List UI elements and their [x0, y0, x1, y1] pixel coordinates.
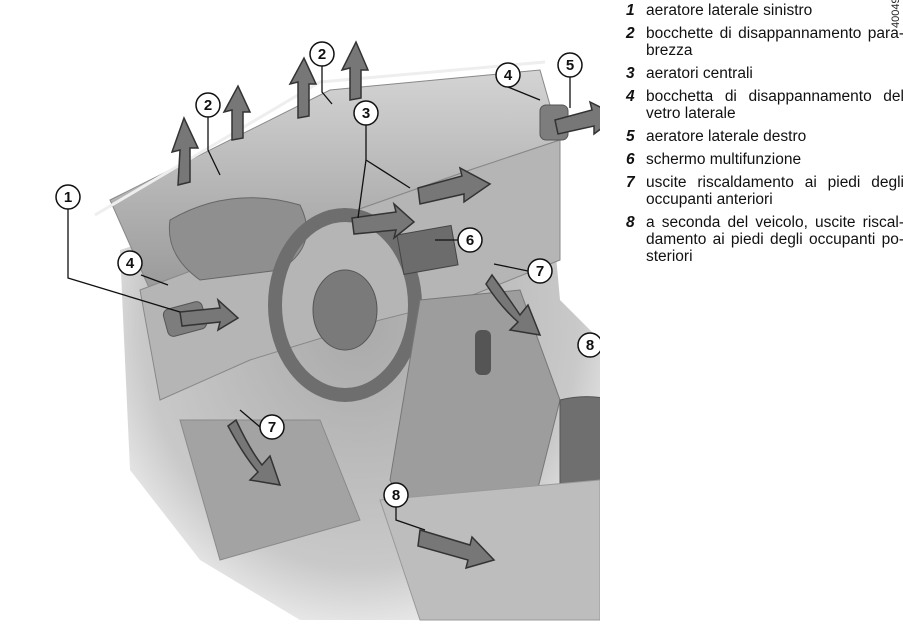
legend-number: 3 — [626, 65, 635, 82]
arrow-right-side — [554, 100, 600, 136]
legend-list: 1 aeratore laterale sinistro 2 bocchette… — [626, 2, 903, 271]
legend-number: 1 — [626, 2, 635, 19]
callouts: 1 2 2 3 4 4 5 6 — [55, 41, 600, 508]
svg-text:8: 8 — [586, 337, 594, 354]
callout-1: 1 — [55, 184, 81, 210]
svg-text:4: 4 — [504, 67, 513, 84]
legend-text: uscite riscaldamento ai piedi degli occu… — [646, 174, 903, 208]
arrow-defrost-3 — [288, 56, 318, 119]
svg-text:7: 7 — [268, 419, 276, 436]
svg-text:3: 3 — [362, 105, 370, 122]
airflow-arrows — [170, 40, 600, 570]
callout-4a: 4 — [117, 250, 143, 276]
callout-8a: 8 — [577, 332, 600, 358]
legend-number: 2 — [626, 25, 635, 42]
svg-text:6: 6 — [466, 232, 474, 249]
figure-reference-code: 40049 — [890, 0, 902, 28]
legend-text: bocchette di disappannamento para-brezza — [646, 25, 903, 59]
callout-7a: 7 — [527, 258, 553, 284]
legend-item-5: 5 aeratore laterale destro — [626, 128, 903, 145]
legend-number: 7 — [626, 174, 635, 191]
legend-number: 8 — [626, 214, 635, 231]
leader-lines — [67, 66, 571, 531]
legend-text: aeratori centrali — [646, 65, 753, 82]
legend-number: 6 — [626, 151, 635, 168]
gear-lever — [475, 330, 491, 375]
legend-item-1: 1 aeratore laterale sinistro — [626, 2, 903, 19]
legend-text: aeratore laterale sinistro — [646, 2, 813, 19]
callout-8b: 8 — [383, 482, 409, 508]
arrow-feet-rear-center — [417, 529, 496, 570]
car-interior-illustration: 1 2 2 3 4 4 5 6 — [55, 40, 600, 621]
multifunction-screen — [396, 224, 459, 275]
arrow-central-2 — [417, 166, 492, 205]
legend-number: 4 — [626, 88, 635, 105]
callout-2b: 2 — [309, 41, 335, 67]
callout-5: 5 — [557, 52, 583, 78]
callout-7b: 7 — [259, 414, 285, 440]
arrow-defrost-4 — [340, 40, 370, 101]
legend-item-2: 2 bocchette di disappannamento para-brez… — [626, 25, 903, 59]
svg-text:4: 4 — [126, 255, 135, 272]
arrow-central-1 — [351, 201, 416, 240]
svg-text:2: 2 — [318, 46, 326, 63]
legend-item-8: 8 a seconda del veicolo, uscite riscal-d… — [626, 214, 903, 265]
arrow-defrost-2 — [222, 84, 252, 141]
arrow-defrost-1 — [170, 116, 200, 186]
callout-3: 3 — [353, 100, 379, 126]
svg-text:1: 1 — [64, 189, 72, 206]
callout-4b: 4 — [495, 62, 521, 88]
legend-item-3: 3 aeratori centrali — [626, 65, 903, 82]
floor-rear — [379, 479, 600, 621]
legend-text: a seconda del veicolo, uscite riscal-dam… — [646, 214, 903, 265]
legend-text: aeratore laterale destro — [646, 128, 807, 145]
legend-item-6: 6 schermo multifunzione — [626, 151, 903, 168]
arrow-feet-front-right — [485, 273, 542, 336]
arrow-left-side — [179, 297, 240, 332]
svg-text:8: 8 — [392, 487, 400, 504]
callout-2a: 2 — [195, 92, 221, 118]
arrow-feet-front-left — [227, 418, 282, 486]
legend-text: schermo multifunzione — [646, 151, 802, 168]
svg-text:7: 7 — [536, 263, 544, 280]
legend-text: bocchetta di disappannamento del vetro l… — [646, 88, 903, 122]
steering-wheel — [268, 208, 422, 402]
callout-6: 6 — [457, 227, 483, 253]
svg-text:5: 5 — [566, 57, 574, 74]
svg-text:2: 2 — [204, 97, 212, 114]
legend-number: 5 — [626, 128, 635, 145]
legend-item-4: 4 bocchetta di disappannamento del vetro… — [626, 88, 903, 122]
legend-item-7: 7 uscite riscaldamento ai piedi degli oc… — [626, 174, 903, 208]
